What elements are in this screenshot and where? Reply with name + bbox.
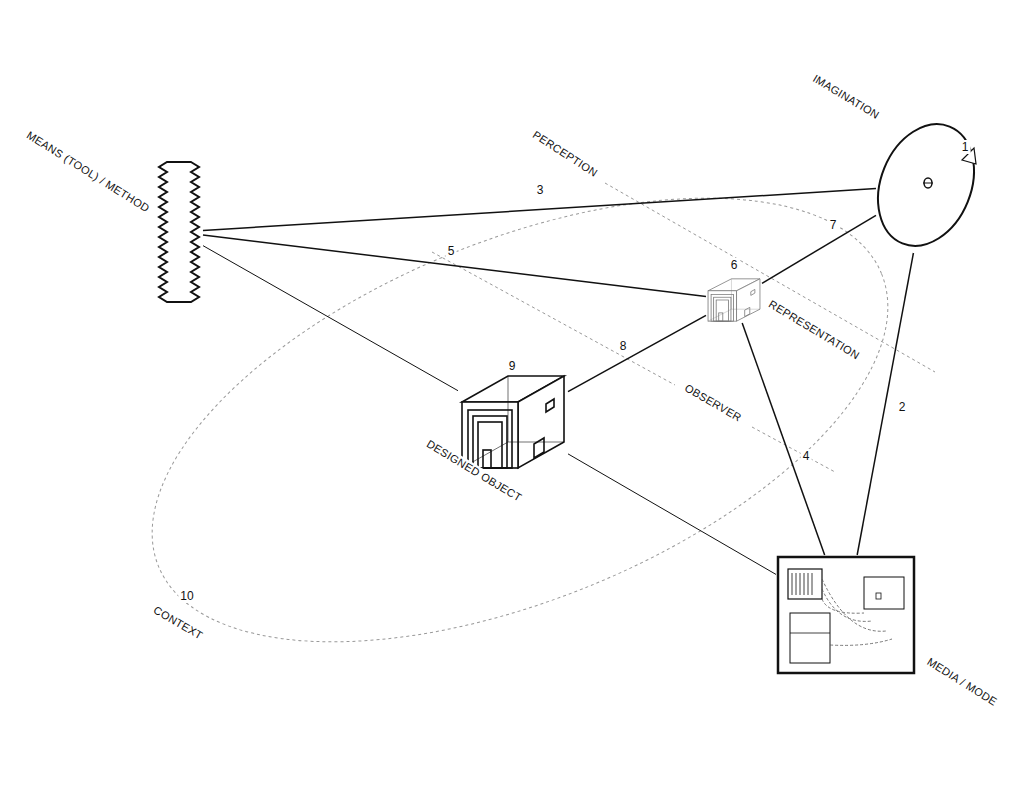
edge-number: 5 [446, 244, 457, 258]
concept-node: REPRESENTATION [706, 277, 762, 323]
edge-number: 2 [897, 400, 908, 414]
node-label: MEANS (TOOL) / METHOD [22, 128, 153, 217]
node-label: IMAGINATION [809, 71, 884, 123]
connector-line [742, 323, 824, 555]
node-label: REPRESENTATION [765, 297, 864, 363]
observer-line [432, 252, 675, 385]
observer-label: OBSERVER [681, 381, 746, 426]
edge-number: 7 [828, 218, 839, 232]
tool-shape [155, 158, 203, 306]
edge-number: 4 [801, 449, 812, 463]
edge-number: 3 [535, 183, 546, 197]
node-label: MEDIA / MODE [923, 654, 1001, 710]
concept-node: DESIGNED OBJECT [458, 372, 568, 472]
connector-line [857, 253, 913, 555]
connector-line [568, 454, 776, 575]
callout-number: 1 [960, 140, 971, 154]
connector-line [203, 235, 706, 297]
connector-line [568, 315, 706, 391]
perception-label: PERCEPTION [529, 127, 602, 181]
context-ellipse [91, 107, 949, 733]
concept-node: MEANS (TOOL) / METHOD [155, 158, 203, 306]
building-cube [706, 277, 762, 323]
edge-number: 8 [618, 339, 629, 353]
concept-node: IMAGINATION [876, 118, 976, 253]
connector-line [762, 215, 876, 283]
imagination-ellipse [876, 118, 976, 253]
connector-line [203, 246, 458, 391]
building-cube [458, 372, 568, 472]
callout-number: 6 [729, 258, 740, 272]
concept-node: MEDIA / MODE [776, 555, 916, 675]
context-label: CONTEXT [149, 603, 206, 644]
callout-number: 10 [178, 589, 195, 603]
plan-drawing [776, 555, 916, 675]
callout-number: 9 [507, 359, 518, 373]
